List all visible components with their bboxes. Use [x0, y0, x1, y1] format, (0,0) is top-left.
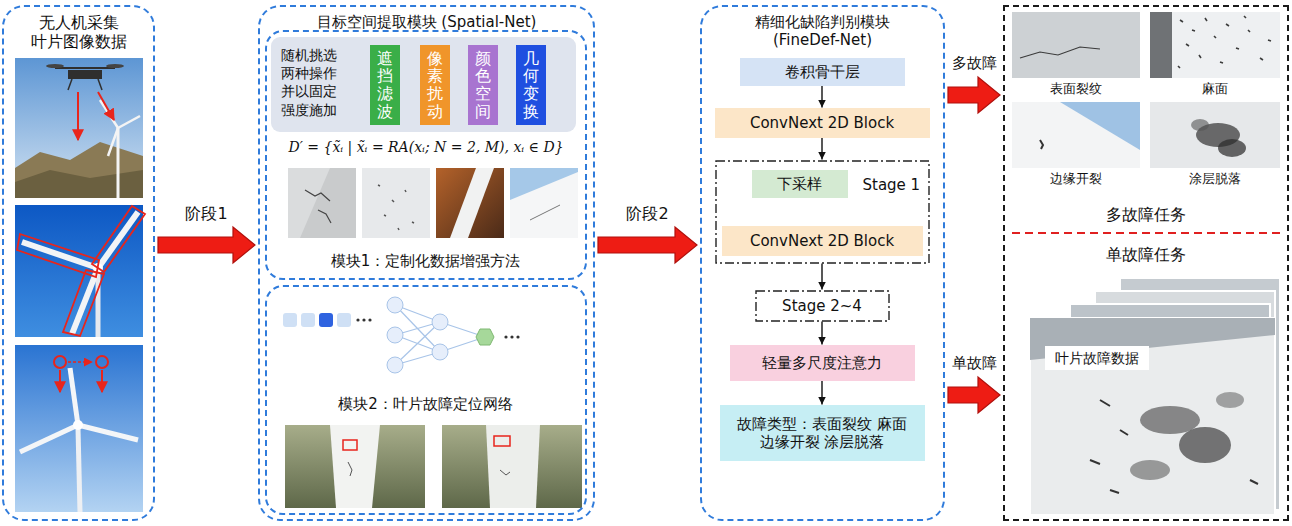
node-text: 无人机采集 叶片图像数据 [29, 13, 128, 51]
result-panel: 多故障任务单故障任务叶片故障数据 [1003, 5, 1289, 521]
stage-arrow [598, 227, 697, 263]
stage-panel: 无人机采集 叶片图像数据 [2, 5, 155, 521]
formula: D′ = {x̃ᵢ | x̃ᵢ = RA(xᵢ; N = 2, M), xᵢ ∈… [288, 139, 563, 156]
node-text: 精细化缺陷判别模块 (FineDef-Net) [748, 13, 898, 49]
image-caption: 边缘开裂 [1050, 171, 1102, 187]
node-text: Stage 2~4 [782, 297, 862, 315]
node-text: 像素扰动 [427, 50, 443, 120]
output-box: 故障类型：表面裂纹 麻面 边缘开裂 涂层脱落 [720, 405, 925, 461]
process-box: 卷积骨干层 [740, 58, 905, 86]
operation-tag: 像素扰动 [420, 45, 450, 125]
image-caption: 涂层脱落 [1189, 171, 1241, 187]
node-text: 模块1：定制化数据增强方法 [267, 252, 585, 270]
node-text: 叶片故障数据 [1055, 350, 1139, 367]
node-text: 单故障任务 [1005, 245, 1287, 264]
module-box: 模块2：叶片故障定位网络 [265, 285, 587, 515]
node-text: 下采样 [777, 175, 822, 193]
stage-group: Stage 1 下采样 ConvNext 2D Block [715, 160, 930, 264]
process-box: ConvNext 2D Block [715, 108, 930, 138]
node-text: 颜色空间 [475, 50, 491, 120]
node-text: ConvNext 2D Block [750, 232, 894, 250]
node-text: 多故障任务 [1005, 205, 1287, 224]
module-panel: 目标空间提取模块 (Spatial-Net) 模块1：定制化数据增强方法 随机挑选两… [258, 5, 595, 521]
node-text: 遮挡滤波 [377, 50, 393, 120]
flow-arrow [821, 381, 822, 405]
edge-label: 阶段1 [185, 204, 227, 223]
module-panel: 精细化缺陷判别模块 (FineDef-Net) 卷积骨干层 ConvNext 2D … [700, 5, 945, 521]
image-caption: 麻面 [1202, 81, 1228, 97]
operation-box: 随机挑选两种操作并以固定强度施加 遮挡滤波 像素扰动 颜色空间 几何变换 [271, 37, 576, 132]
operation-tag: 颜色空间 [468, 45, 498, 125]
edge-label: 单故障 [952, 354, 997, 372]
turbine-photo [15, 205, 145, 337]
node-text: 模块2：叶片故障定位网络 [267, 395, 585, 413]
node-text: 目标空间提取模块 (Spatial-Net) [260, 13, 593, 31]
operation-tag: 几何变换 [516, 45, 546, 125]
image-caption: 表面裂纹 [1050, 81, 1102, 97]
flow-arrow [821, 264, 822, 290]
node-text: Stage 1 [863, 176, 921, 194]
sample-images [288, 168, 578, 238]
flow-arrow [821, 86, 822, 108]
drone-photo [15, 58, 143, 198]
node-text: 几何变换 [523, 50, 539, 120]
node-text: ConvNext 2D Block [750, 114, 894, 132]
flow-arrow [821, 322, 822, 345]
stage-arrow [948, 77, 1000, 113]
network-sketch [283, 297, 520, 373]
node-text: 随机挑选两种操作并以固定强度施加 [281, 46, 338, 119]
edge-label: 多故障 [952, 54, 997, 72]
stage-arrow [158, 227, 255, 263]
node-text: 轻量多尺度注意力 [762, 354, 882, 372]
node-text: 故障类型：表面裂纹 麻面 边缘开裂 涂层脱落 [733, 415, 911, 451]
node-text: 卷积骨干层 [785, 63, 860, 81]
process-box: 下采样 [752, 170, 848, 198]
operation-tag: 遮挡滤波 [370, 45, 400, 125]
process-box: 轻量多尺度注意力 [730, 345, 915, 381]
localization-images [285, 425, 582, 508]
data-tag: 叶片故障数据 [1045, 346, 1149, 370]
process-box: ConvNext 2D Block [722, 226, 923, 256]
turbine-photo [15, 345, 143, 512]
edge-label: 阶段2 [626, 204, 668, 223]
flow-arrow [821, 138, 822, 160]
stage-group: Stage 2~4 [755, 290, 890, 322]
stage-arrow [948, 377, 1000, 413]
